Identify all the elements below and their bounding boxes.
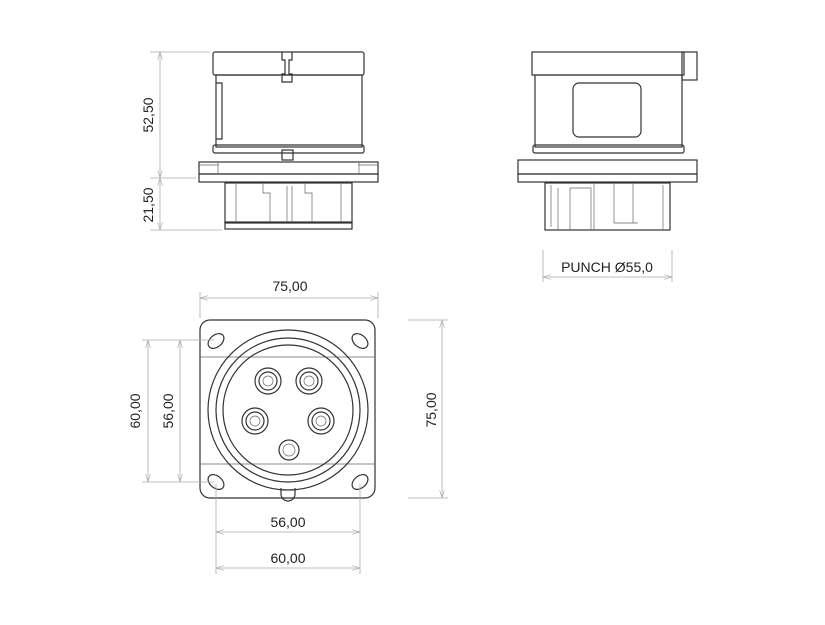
contact-pins	[241, 367, 335, 461]
dim-left-outer: 60,00	[127, 393, 143, 428]
dim-bottom-inner: 56,00	[270, 514, 305, 530]
rear-view: PUNCH Ø55,0	[517, 51, 698, 282]
mounting-holes	[207, 333, 369, 490]
dim-top-width: 75,00	[272, 278, 307, 294]
punch-label: PUNCH Ø55,0	[561, 259, 653, 275]
dim-height-upper: 52,50	[140, 97, 156, 132]
dim-height-lower: 21,50	[140, 187, 156, 222]
side-view: 52,50 21,50	[140, 51, 379, 231]
dim-bottom-outer: 60,00	[270, 550, 305, 566]
dim-right-height: 75,00	[423, 392, 439, 427]
front-view: 75,00 75,00 60,00 56,00 56,00 60,00	[127, 278, 448, 574]
dim-left-inner: 56,00	[160, 393, 176, 428]
